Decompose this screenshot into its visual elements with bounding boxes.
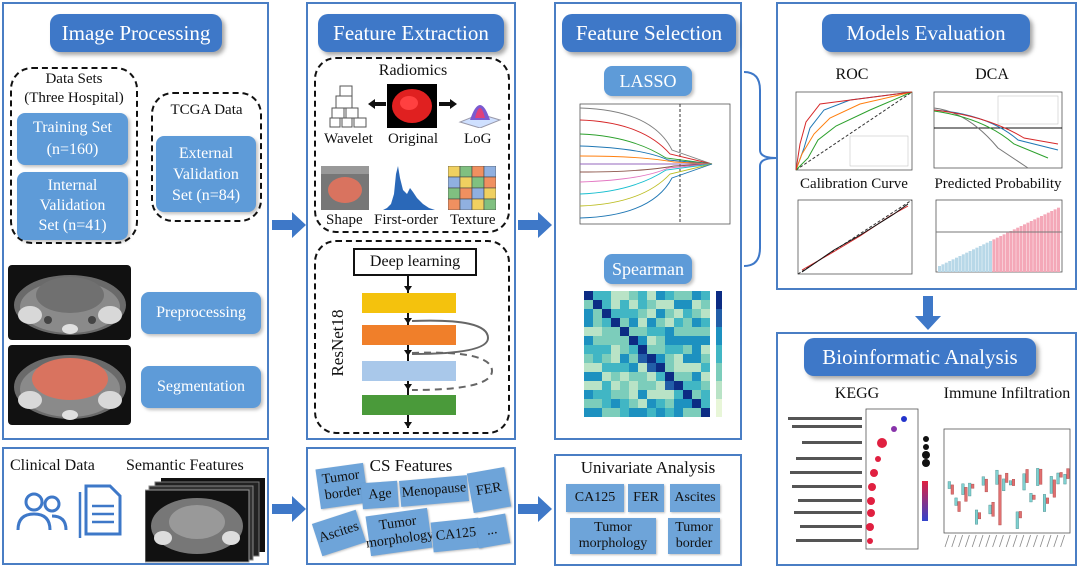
people-icon [16, 492, 68, 531]
preprocessing-box: Preprocessing [141, 292, 261, 334]
document-icon [78, 484, 122, 538]
arrow-right-icon [518, 212, 552, 238]
arrow-right-icon [518, 496, 552, 522]
univariate-tag: Tumor border [668, 518, 720, 554]
feature-selection-title: Feature Selection [562, 14, 736, 52]
training-set-box: Training Set (n=160) [17, 113, 128, 165]
cs-feature-tag: ... [473, 513, 511, 549]
radiomics-label: Radiomics [378, 62, 448, 79]
shape-image [321, 166, 369, 210]
roc-plot [795, 91, 913, 171]
predicted-label: Predicted Probability [934, 176, 1062, 192]
tcga-group [151, 92, 262, 222]
spearman-heatmap [584, 291, 722, 417]
histogram-image [383, 166, 435, 210]
predicted-probability-plot [935, 199, 1063, 273]
cs-feature-tag: Tumor morphology [365, 507, 435, 557]
arrow-down-icon [915, 296, 941, 330]
data-sets-label: Data Sets (Three Hospital) [24, 71, 124, 106]
deep-learning-group [314, 240, 510, 434]
univariate-tag: Ascites [670, 484, 720, 512]
internal-validation-box: Internal Validation Set (n=41) [17, 172, 128, 240]
immune-label: Immune Infiltration [943, 385, 1071, 402]
ct-stack-image [145, 478, 265, 563]
arrow-left-icon [368, 99, 386, 109]
ct-image-preprocessing [8, 265, 131, 340]
univariate-tag: FER [628, 484, 664, 512]
radiomics-group [314, 57, 510, 233]
cs-feature-tag: Age [361, 480, 399, 510]
arrow-right-small-icon [439, 99, 457, 109]
models-evaluation-title: Models Evaluation [822, 14, 1030, 52]
segmentation-box: Segmentation [141, 366, 261, 408]
wavelet-image [329, 85, 367, 128]
univariate-tag: CA125 [566, 484, 624, 512]
log-image [458, 105, 502, 128]
roc-label: ROC [835, 66, 869, 83]
log-label: LoG [464, 131, 492, 147]
lasso-box: LASSO [604, 66, 692, 96]
external-validation-box: External Validation Set (n=84) [156, 136, 256, 212]
dca-label: DCA [975, 66, 1009, 83]
clinical-data-label: Clinical Data [10, 457, 95, 474]
cs-feature-tag: FER [466, 467, 512, 513]
shape-label: Shape [326, 212, 363, 228]
immune-boxplot [943, 428, 1071, 548]
texture-label: Texture [450, 212, 496, 228]
tcga-label: TCGA Data [170, 102, 243, 118]
original-image [387, 84, 437, 128]
data-sets-group [10, 67, 138, 244]
bioinformatic-title: Bioinformatic Analysis [804, 338, 1036, 376]
arrow-right-icon [272, 212, 306, 238]
kegg-label: KEGG [834, 385, 880, 402]
univariate-tag: Tumor morphology [570, 518, 656, 554]
feature-extraction-title: Feature Extraction [318, 14, 504, 52]
arrow-right-icon [272, 496, 306, 522]
first-order-label: First-order [374, 212, 439, 228]
texture-image [448, 166, 496, 210]
deep-learning-box: Deep learning [353, 248, 477, 276]
univariate-title: Univariate Analysis [580, 458, 716, 477]
ct-image-segmentation [8, 345, 131, 425]
original-label: Original [388, 131, 438, 147]
wavelet-label: Wavelet [324, 131, 373, 147]
dca-plot [933, 91, 1063, 169]
semantic-features-label: Semantic Features [126, 457, 244, 474]
bracket-connector [743, 71, 777, 267]
calibration-label: Calibration Curve [800, 176, 908, 192]
image-processing-title: Image Processing [50, 14, 222, 52]
spearman-box: Spearman [604, 254, 692, 284]
resnet-diagram [362, 276, 494, 428]
lasso-plot [579, 103, 731, 225]
kegg-dotplot [788, 408, 930, 550]
resnet-label: ResNet18 [328, 309, 347, 377]
cs-features-title: CS Features [369, 456, 453, 475]
calibration-plot [797, 199, 913, 275]
